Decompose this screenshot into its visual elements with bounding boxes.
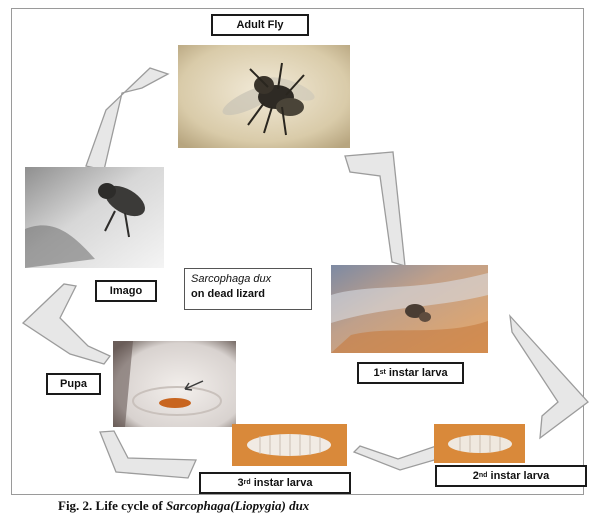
caption-prefix: Fig. 2. Life cycle of <box>58 498 166 513</box>
adult-fly-photo <box>178 45 350 148</box>
arrow-third-instar-to-pupa <box>99 430 197 479</box>
pupa-photo <box>113 341 236 427</box>
label-first-instar-text: instar larva <box>388 367 448 379</box>
figure-frame <box>11 8 584 495</box>
imago-photo <box>25 167 164 268</box>
arrow-first-to-second-instar <box>509 314 589 440</box>
label-third-instar-text: instar larva <box>253 477 313 489</box>
arrow-adult-to-first-instar <box>344 151 406 267</box>
label-first-instar-number: 1 <box>373 367 380 379</box>
label-adult-fly: Adult Fly <box>211 14 309 36</box>
label-third-instar-number: 3 <box>237 477 244 489</box>
label-pupa-text: Pupa <box>60 378 87 390</box>
arrow-pupa-to-imago <box>21 283 112 365</box>
caption-species: dux <box>289 498 310 513</box>
arrow-imago-to-adult <box>85 67 170 171</box>
label-second-instar-text: instar larva <box>490 470 550 482</box>
note-species: Sarcophaga dux <box>191 273 272 285</box>
label-imago: Imago <box>95 280 157 302</box>
caption-subgenus: (Liopygia) <box>230 498 286 513</box>
label-second-instar-number: 2 <box>472 470 479 482</box>
caption-genus: Sarcophaga <box>165 498 231 513</box>
species-note: Sarcophaga dux on dead lizard <box>184 268 312 310</box>
second-instar-photo <box>434 424 525 463</box>
note-text: on dead lizard <box>191 288 265 300</box>
label-imago-text: Imago <box>109 285 143 297</box>
label-adult-fly-text: Adult Fly <box>236 19 284 31</box>
first-instar-photo <box>331 265 488 353</box>
third-instar-photo <box>232 424 347 466</box>
figure-caption: Fig. 2. Life cycle of Sarcophaga(Liopygi… <box>58 498 558 514</box>
label-pupa: Pupa <box>46 373 101 395</box>
